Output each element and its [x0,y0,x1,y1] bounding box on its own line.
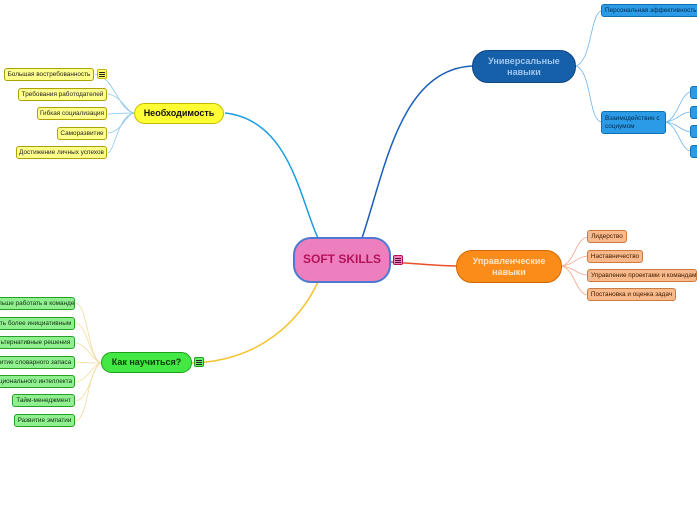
topic-universal-skills[interactable]: Универсальные навыки [472,50,576,83]
leaf-necessity-1[interactable]: Большая востребованность [4,68,94,81]
leaf-necessity-2[interactable]: Требования работодателей [18,88,107,101]
link-necessity-5 [107,112,135,154]
link-management-1 [561,236,588,267]
link-universal-sub [665,91,691,123]
link-learn-1 [75,302,102,364]
leaf-learn-2[interactable]: ть более инициативным [0,317,75,330]
leaf-management-2[interactable]: Наставничество [587,250,643,263]
link-necessity-2 [107,93,135,114]
leaf-necessity-5[interactable]: Достижение личных успехов [16,146,107,159]
link-necessity-4 [107,112,135,134]
leaf-management-3[interactable]: Управление проектами и командами [587,269,697,282]
topic-management-skills[interactable]: Управленческие навыки [456,250,562,283]
central-topic[interactable]: SOFT SKILLS [293,237,391,283]
link-management-3 [561,265,588,276]
link-learn-2 [75,322,102,364]
link-central-universal [361,65,473,239]
leaf-universal-sub-3[interactable] [690,125,697,138]
leaf-necessity-4[interactable]: Саморазвитие [57,127,107,140]
leaf-learn-4[interactable]: итие словарного запаса [0,356,75,369]
link-management-2 [561,255,588,267]
topic-how-to-learn[interactable]: Как научиться? [101,352,192,373]
leaf-learn-7[interactable]: Развитие эмпатии [14,414,75,427]
leaf-universal-1[interactable]: Персональная эффективность [601,4,697,17]
leaf-universal-sub-4[interactable] [690,145,697,158]
leaf-management-1[interactable]: Лидерство [587,230,627,243]
link-central-learn [189,281,319,364]
menu-icon[interactable] [393,255,403,265]
leaf-universal-sub-1[interactable] [690,86,697,99]
leaf-learn-5[interactable]: ционального интеллекта [0,375,75,388]
link-necessity-3 [107,112,135,115]
leaf-management-4[interactable]: Постановка и оценка задач [587,288,676,301]
leaf-learn-3[interactable]: ьтернативные решения [0,336,75,349]
link-universal-1 [575,10,602,67]
link-management-4 [561,265,588,296]
link-learn-3 [75,342,102,364]
link-learn-4 [75,361,102,364]
menu-icon[interactable] [194,357,204,367]
leaf-universal-sub-2[interactable] [690,106,697,119]
topic-necessity[interactable]: Необходимость [134,103,224,124]
menu-icon[interactable] [97,69,107,79]
link-universal-2 [575,65,602,123]
leaf-universal-2[interactable]: Взаимодействие с социумом [601,111,666,134]
leaf-learn-1[interactable]: ольше работать в команде [0,297,75,310]
link-learn-7 [75,362,102,422]
link-central-necessity [224,112,319,239]
link-learn-6 [75,362,102,402]
leaf-learn-6[interactable]: Тайм-менеджмент [12,394,75,407]
leaf-necessity-3[interactable]: Гибкая социализация [37,107,107,120]
